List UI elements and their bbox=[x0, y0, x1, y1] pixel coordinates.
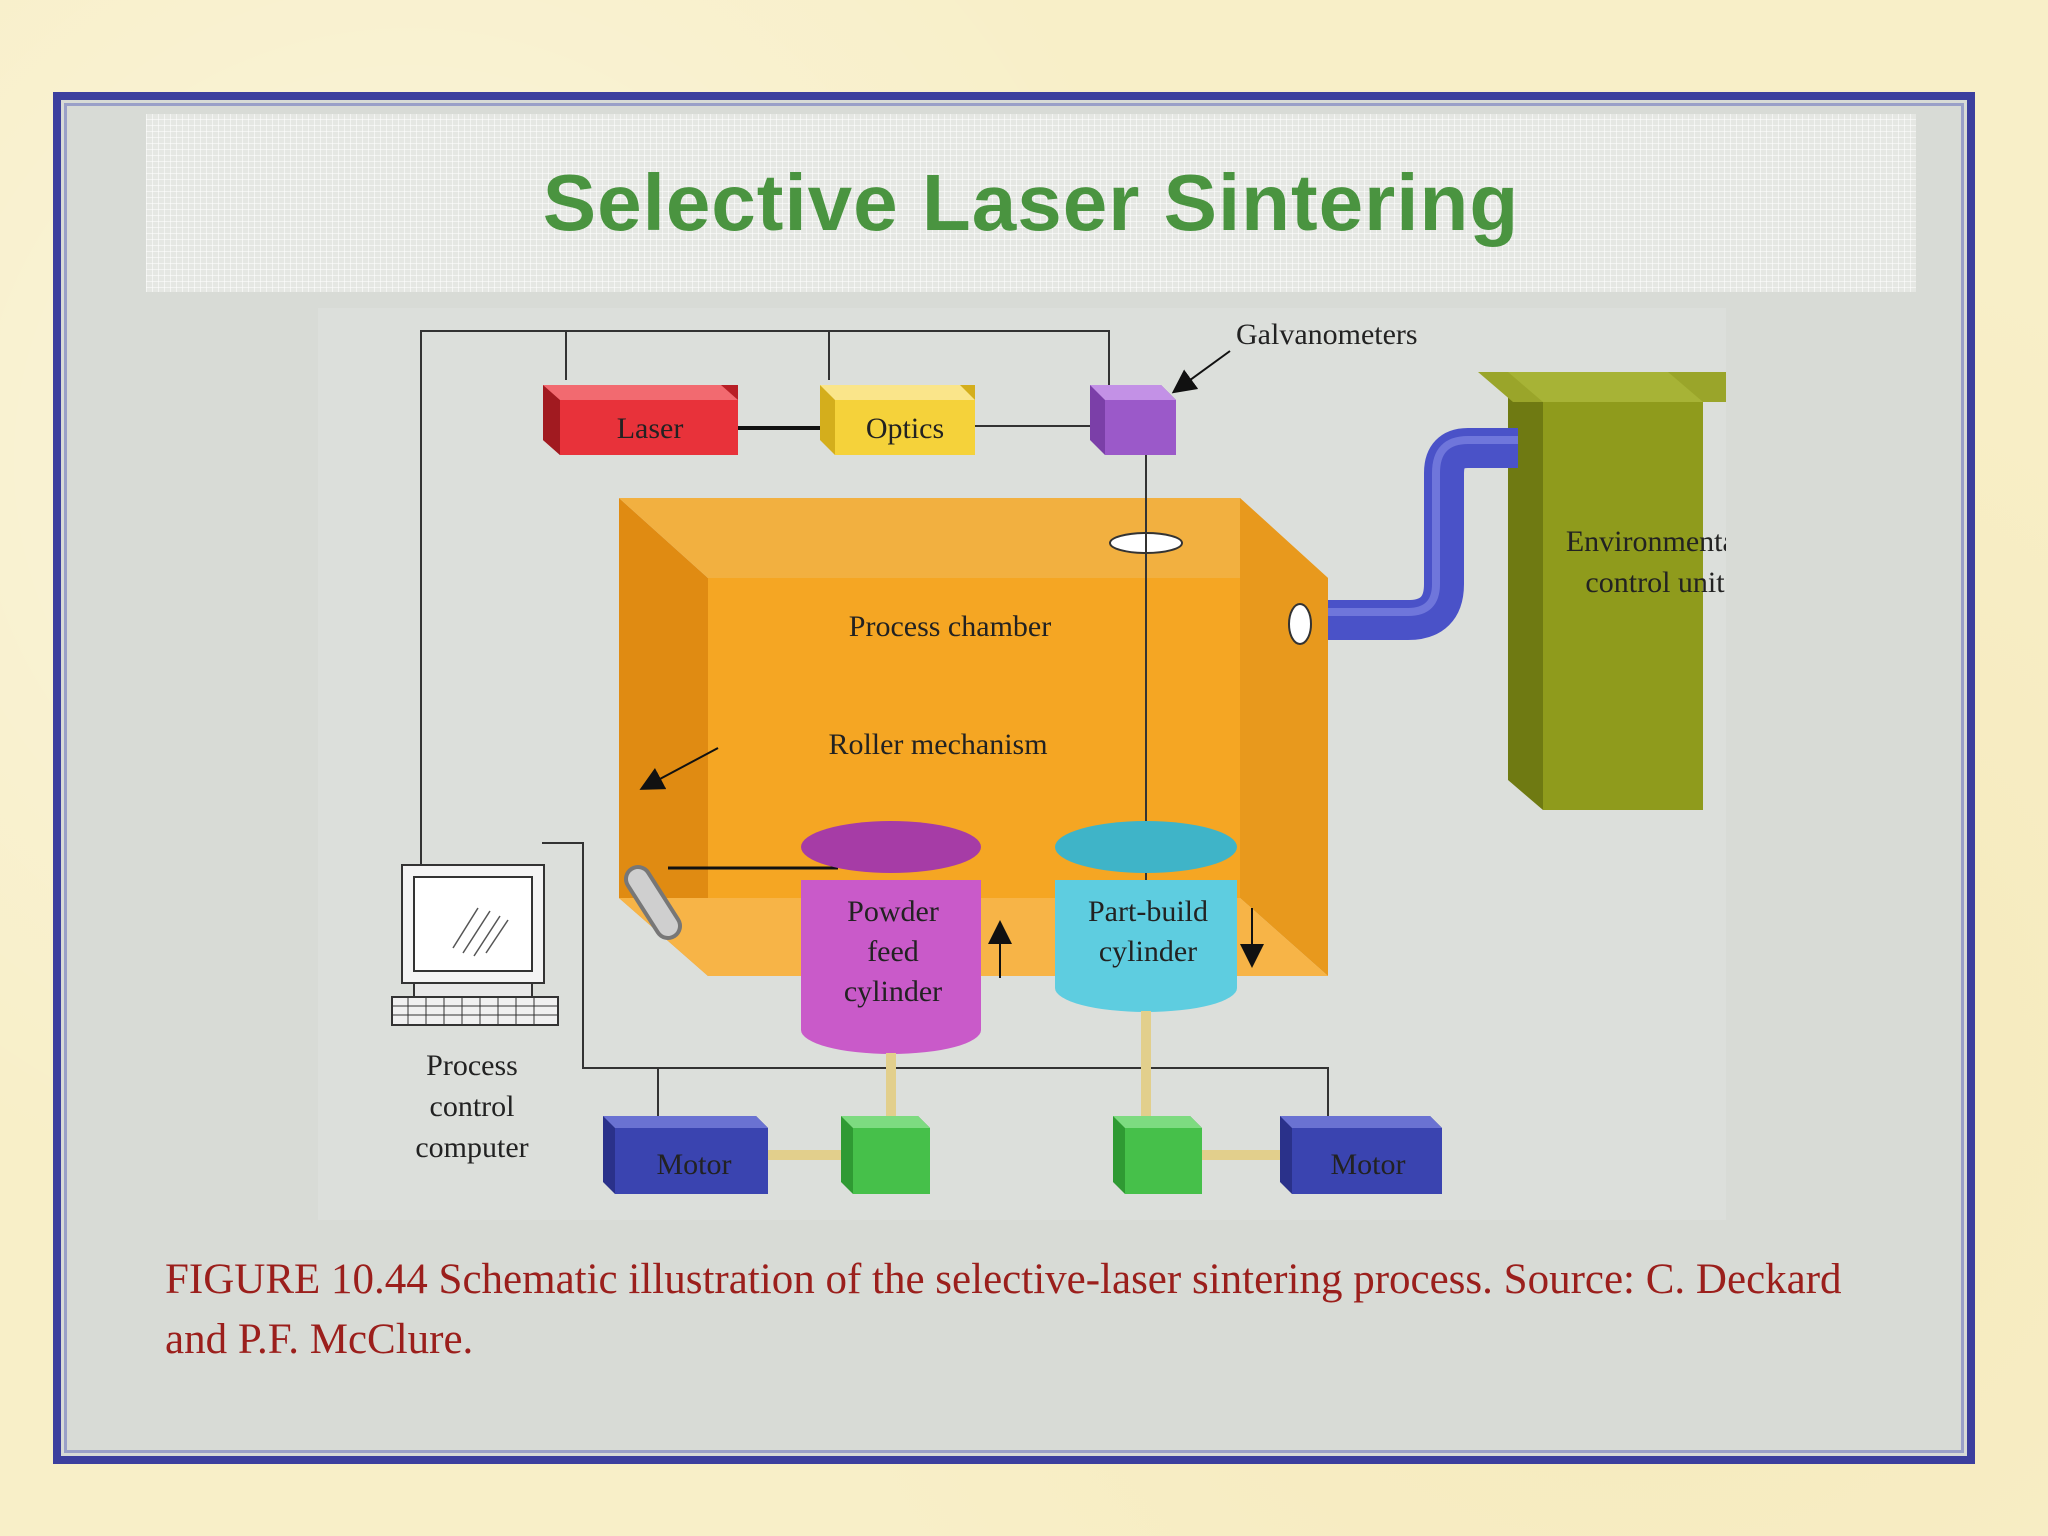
process-chamber-label: Process chamber bbox=[849, 610, 1051, 643]
powder-feed-cylinder: Powder feed cylinder bbox=[801, 821, 981, 1054]
process-control-computer: Process control computer bbox=[391, 864, 559, 1164]
motor-right: Motor bbox=[1280, 1116, 1442, 1194]
galvanometer-unit bbox=[1090, 385, 1176, 455]
process-chamber: Process chamber bbox=[619, 498, 1328, 976]
part-build-cylinder: Part-build cylinder bbox=[1055, 821, 1237, 1012]
environmental-duct bbox=[1328, 428, 1518, 640]
optics-unit: Optics bbox=[820, 385, 975, 455]
sls-diagram-svg: Laser Optics Galvanometers bbox=[391, 318, 1726, 1194]
galvanometers-pointer bbox=[1171, 350, 1231, 394]
roller-mechanism-label: Roller mechanism bbox=[828, 728, 1047, 761]
coupler-right bbox=[1113, 1116, 1202, 1194]
optics-label: Optics bbox=[866, 412, 944, 445]
slide-title: Selective Laser Sintering bbox=[542, 158, 1520, 247]
partbuild-label-line1: Part-build bbox=[1088, 895, 1208, 928]
environmental-label-line2: control unit bbox=[1585, 566, 1725, 599]
roller-pointer bbox=[639, 747, 719, 790]
computer-label-line3: computer bbox=[415, 1131, 528, 1164]
slide-frame: Selective Laser Sintering bbox=[53, 92, 1975, 1464]
control-wiring-bottom bbox=[542, 842, 1329, 1116]
laser-label: Laser bbox=[617, 412, 684, 445]
environmental-control-unit: Environmental control unit bbox=[1478, 372, 1726, 810]
coupler-left bbox=[841, 1116, 930, 1194]
computer-label-line1: Process bbox=[426, 1049, 518, 1082]
figure-caption: FIGURE 10.44 Schematic illustration of t… bbox=[165, 1256, 1842, 1363]
galvanometers-label: Galvanometers bbox=[1236, 318, 1418, 351]
powder-label-line1: Powder bbox=[847, 895, 939, 928]
partbuild-label-line2: cylinder bbox=[1099, 935, 1197, 968]
motor-right-label: Motor bbox=[1331, 1148, 1406, 1181]
powder-label-line2: feed bbox=[867, 935, 919, 968]
powder-label-line3: cylinder bbox=[844, 975, 942, 1008]
roller-mechanism bbox=[624, 865, 838, 940]
title-band: Selective Laser Sintering bbox=[146, 114, 1916, 292]
control-wiring-top bbox=[420, 330, 1110, 868]
sls-diagram: Laser Optics Galvanometers bbox=[318, 308, 1726, 1220]
laser-unit: Laser bbox=[543, 385, 738, 455]
motor-left: Motor bbox=[603, 1116, 768, 1194]
motor-left-label: Motor bbox=[657, 1148, 732, 1181]
environmental-label-line1: Environmental bbox=[1566, 525, 1726, 558]
computer-label-line2: control bbox=[430, 1090, 515, 1123]
